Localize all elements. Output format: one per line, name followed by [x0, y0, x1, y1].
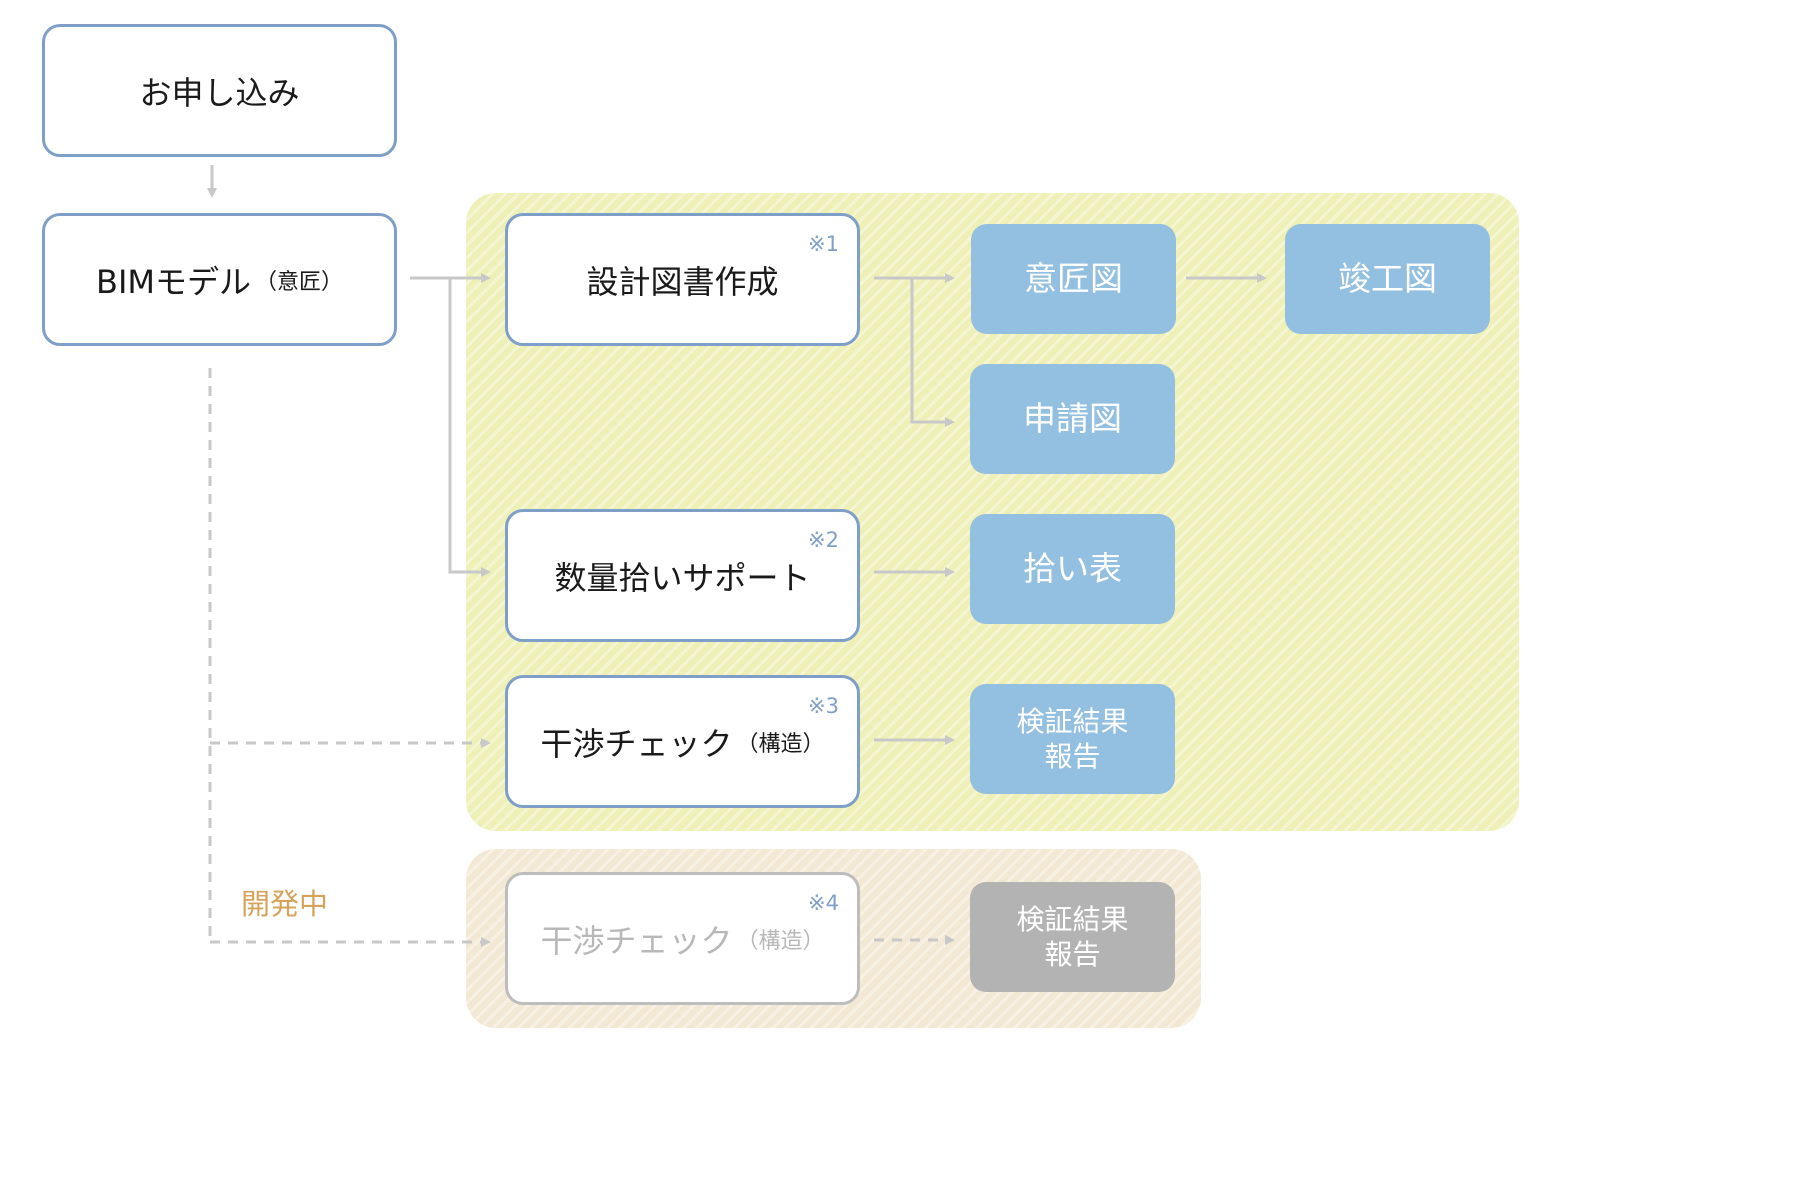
takeoff-table-label: 拾い表: [1023, 549, 1122, 589]
design-docs-label: 設計図書作成: [586, 262, 779, 301]
verification-report-line2: 報告: [1044, 740, 1101, 773]
as-built-drawing-output: 竣工図: [1285, 224, 1490, 334]
apply-box: お申し込み: [42, 24, 397, 157]
quantity-support-note: ※2: [808, 528, 839, 552]
clash-check-dev-label: 干渉チェック: [540, 921, 733, 960]
clash-check-dev-sublabel: （構造）: [736, 928, 825, 954]
verification-report-output: 検証結果 報告: [970, 684, 1175, 794]
quantity-support-box: 数量拾いサポート ※2: [505, 509, 860, 642]
verification-report-dev-output: 検証結果 報告: [970, 882, 1175, 992]
bim-model-label: BIMモデル: [95, 262, 251, 301]
clash-check-note: ※3: [808, 694, 839, 718]
bim-model-sublabel: （意匠）: [255, 269, 344, 295]
clash-check-label: 干渉チェック: [540, 724, 733, 763]
verification-report-dev-line1: 検証結果: [1016, 903, 1129, 936]
design-drawing-label: 意匠図: [1024, 259, 1123, 299]
clash-check-dev-box: 干渉チェック （構造） ※4: [505, 872, 860, 1005]
application-drawing-output: 申請図: [970, 364, 1175, 474]
takeoff-table-output: 拾い表: [970, 514, 1175, 624]
apply-label: お申し込み: [139, 73, 300, 112]
design-drawing-output: 意匠図: [971, 224, 1176, 334]
design-docs-box: 設計図書作成 ※1: [505, 213, 860, 346]
clash-check-box: 干渉チェック （構造） ※3: [505, 675, 860, 808]
in-development-label: 開発中: [241, 887, 329, 921]
arrow-design-docs-to-application-drawing: [910, 278, 955, 427]
clash-check-dev-note: ※4: [808, 891, 839, 915]
flow-connectors: [207, 165, 1267, 947]
verification-report-line1: 検証結果: [1016, 705, 1129, 738]
application-drawing-label: 申請図: [1023, 399, 1122, 439]
clash-check-sublabel: （構造）: [736, 731, 825, 757]
design-docs-note: ※1: [808, 232, 839, 256]
verification-report-dev-line2: 報告: [1044, 938, 1101, 971]
arrow-bim-to-quantity: [448, 278, 491, 577]
quantity-support-label: 数量拾いサポート: [554, 558, 811, 597]
bim-model-box: BIMモデル （意匠）: [42, 213, 397, 346]
as-built-drawing-label: 竣工図: [1338, 259, 1437, 299]
